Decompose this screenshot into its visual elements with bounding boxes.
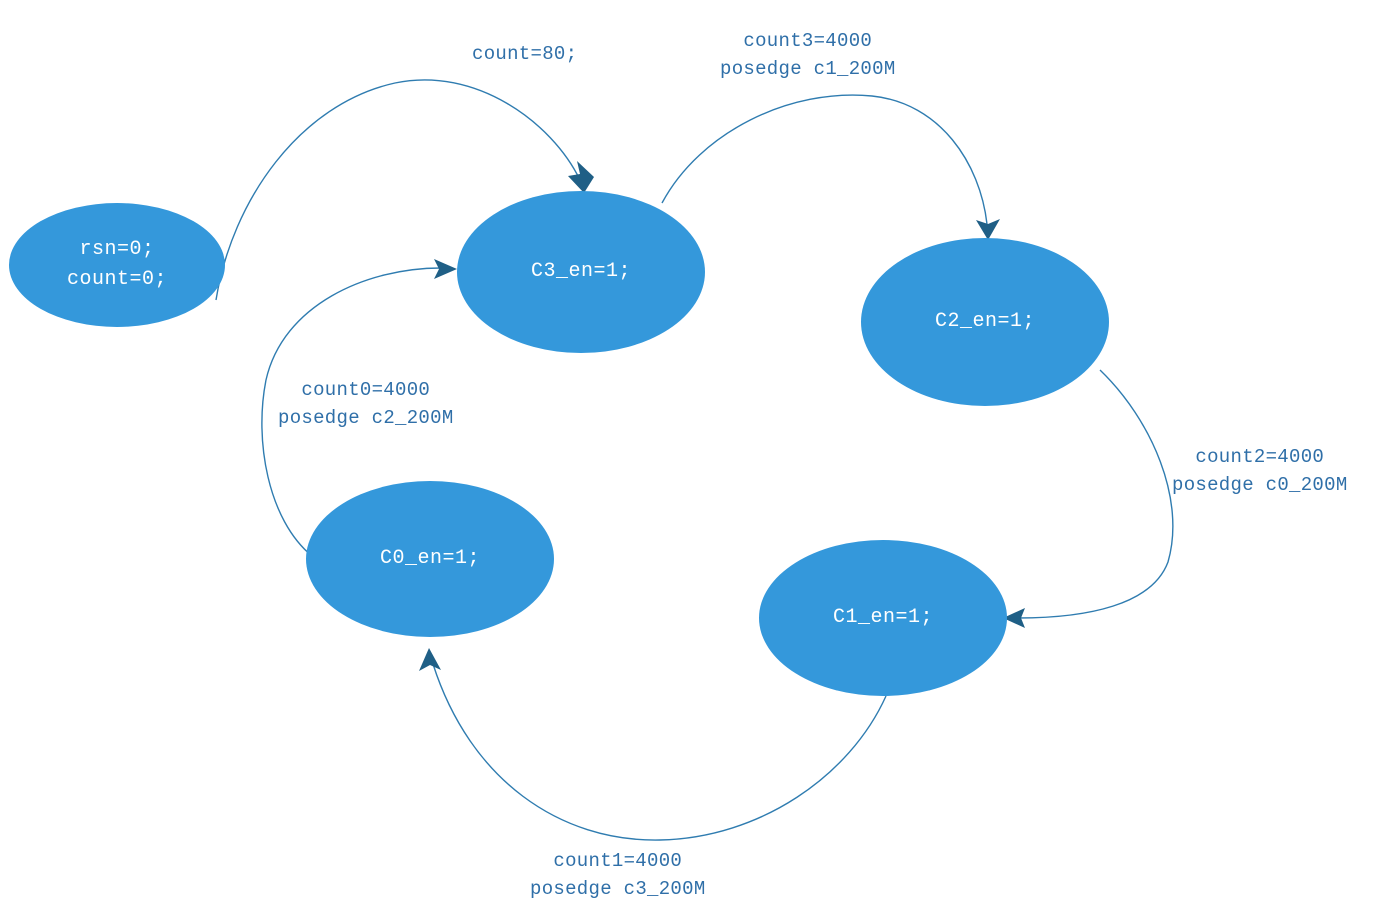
- edge-c2-to-c1-arrowhead: [1003, 608, 1025, 628]
- edge-label-c2-to-c1: count2=4000 posedge c0_200M: [1172, 444, 1348, 499]
- edge-c2-to-c1-path: [1017, 369, 1174, 619]
- edge-c1-to-c0-path: [432, 663, 887, 841]
- state-node-c3-label: C3_en=1;: [530, 260, 631, 283]
- edge-reset-to-c3[interactable]: [215, 79, 594, 301]
- edge-label-c1-to-c0: count1=4000 posedge c3_200M: [530, 848, 706, 903]
- state-node-reset-label: rsn=0; count=0;: [66, 238, 167, 291]
- edge-label-c0-to-c3: count0=4000 posedge c2_200M: [278, 377, 454, 432]
- edge-c1-to-c0-arrowhead: [419, 648, 441, 671]
- state-node-reset[interactable]: rsn=0; count=0;: [9, 203, 225, 327]
- state-node-c2[interactable]: C2_en=1;: [861, 238, 1109, 406]
- edge-label-c2-to-c1-text: count2=4000 posedge c0_200M: [1172, 446, 1348, 496]
- edge-label-c3-to-c2: count3=4000 posedge c1_200M: [720, 28, 896, 83]
- edge-label-reset-to-c3-text: count=80;: [472, 43, 578, 65]
- edge-reset-to-c3-arrowhead: [568, 161, 594, 193]
- state-node-c1[interactable]: C1_en=1;: [759, 540, 1007, 696]
- edge-c1-to-c0[interactable]: [419, 648, 887, 841]
- edge-c3-to-c2[interactable]: [661, 94, 1000, 240]
- edge-c0-to-c3[interactable]: [261, 259, 457, 557]
- state-node-c0-label: C0_en=1;: [379, 547, 480, 570]
- state-node-c3[interactable]: C3_en=1;: [457, 191, 705, 353]
- edge-c2-to-c1[interactable]: [1003, 369, 1174, 628]
- edge-label-reset-to-c3: count=80;: [472, 41, 577, 69]
- state-node-c1-label: C1_en=1;: [832, 606, 933, 629]
- edge-label-c3-to-c2-text: count3=4000 posedge c1_200M: [720, 30, 896, 80]
- edge-label-c1-to-c0-text: count1=4000 posedge c3_200M: [530, 850, 706, 900]
- state-node-c2-label: C2_en=1;: [934, 310, 1035, 333]
- edge-c0-to-c3-path: [261, 267, 442, 557]
- edge-c0-to-c3-arrowhead: [434, 259, 457, 279]
- state-node-c0[interactable]: C0_en=1;: [306, 481, 554, 637]
- edge-label-c0-to-c3-text: count0=4000 posedge c2_200M: [278, 379, 454, 429]
- edge-reset-to-c3-path: [215, 79, 581, 301]
- edge-c3-to-c2-path: [661, 94, 988, 225]
- edge-c3-to-c2-arrowhead: [976, 219, 1000, 240]
